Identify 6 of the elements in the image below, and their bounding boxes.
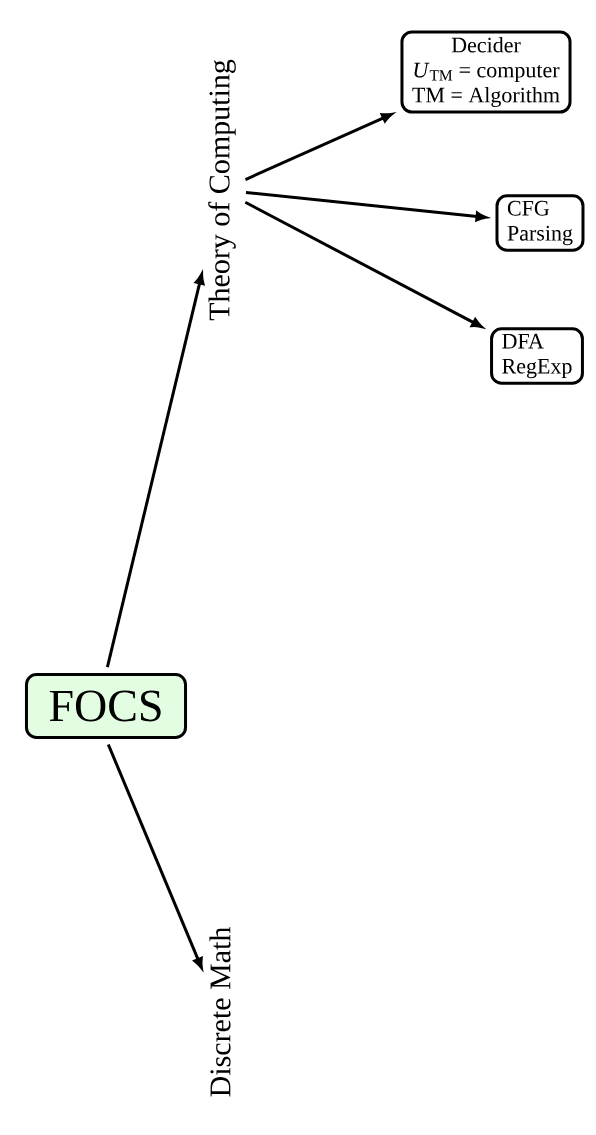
concept-box: CFG Parsing (495, 194, 585, 252)
concept-box: DFA RegExp (490, 327, 584, 385)
concept-box: Decider U$_{TM}$ = computer TM = Algorithm (400, 30, 572, 114)
topic-label: Theory of Computing (208, 59, 236, 321)
topic-label: Discrete Math (209, 927, 231, 1097)
topic-box: FOCS (24, 673, 188, 739)
